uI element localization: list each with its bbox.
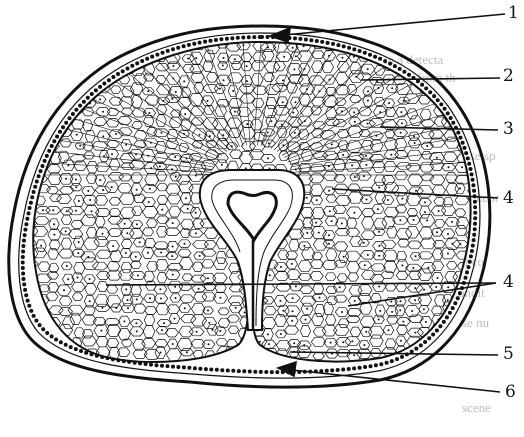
label-4-lower: 4 (503, 274, 514, 291)
label-5: 5 (503, 346, 514, 363)
label-6: 6 (505, 384, 516, 401)
label-2: 2 (503, 68, 514, 85)
label-3: 3 (503, 121, 514, 138)
label-1: 1 (508, 5, 519, 22)
label-4-upper: 4 (503, 190, 514, 207)
